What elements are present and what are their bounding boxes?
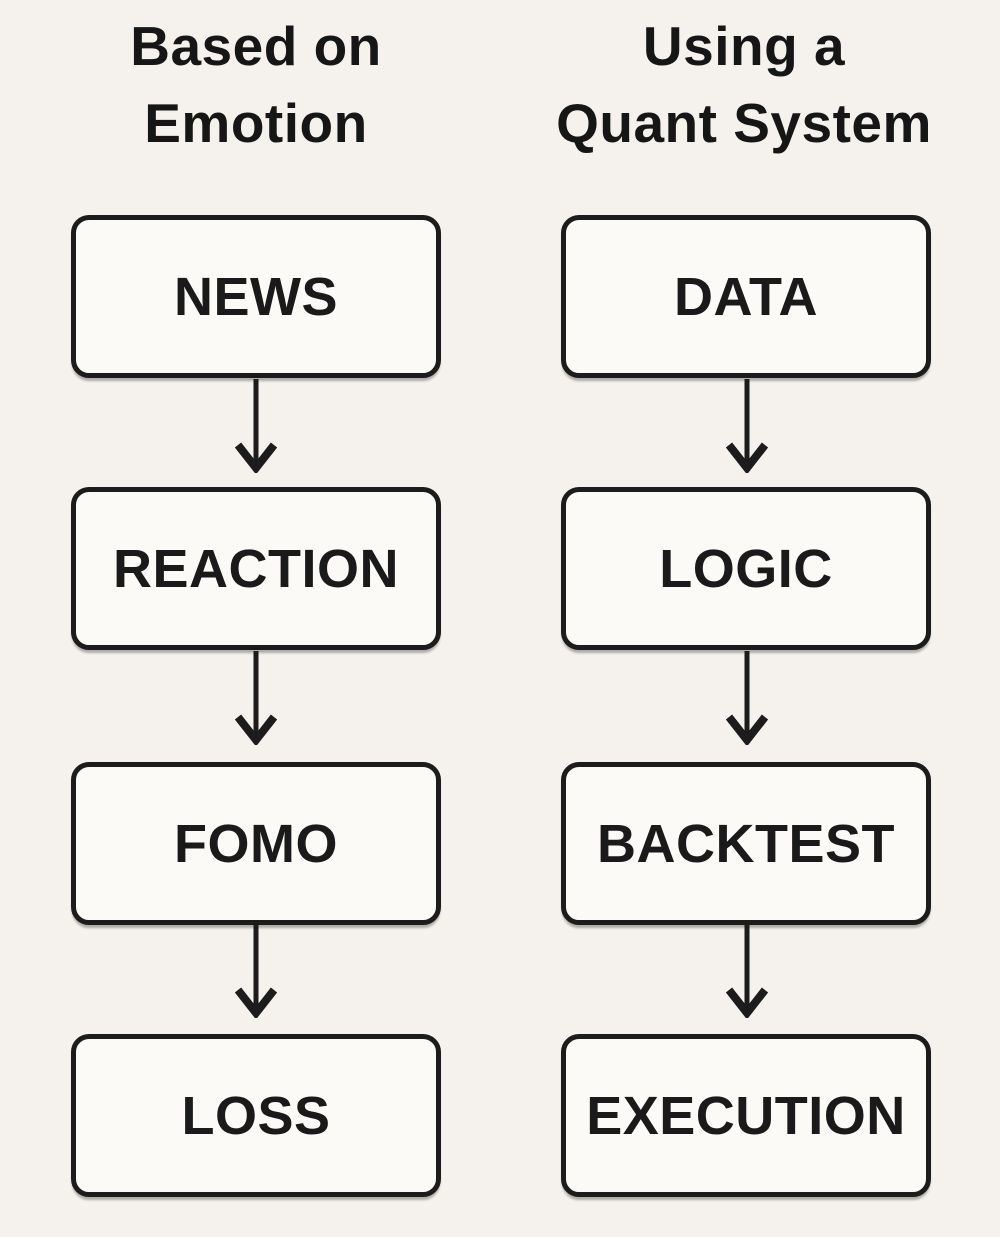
column-title-quant: Using a Quant System [494,8,994,162]
column-title-emotion-line1: Based on [130,15,382,77]
arrow-down-icon [725,379,769,473]
flow-box-loss: LOSS [71,1034,441,1197]
column-title-emotion-line2: Emotion [144,92,368,154]
flow-box-logic: LOGIC [561,487,931,650]
flow-box-news: NEWS [71,215,441,378]
column-title-quant-line1: Using a [642,15,846,77]
arrow-down-icon [725,924,769,1018]
flow-box-execution: EXECUTION [561,1034,931,1197]
arrow-down-icon [234,924,278,1018]
arrow-down-icon [725,651,769,745]
flow-box-fomo: FOMO [71,762,441,925]
arrow-down-icon [234,379,278,473]
flow-box-reaction: REACTION [71,487,441,650]
arrow-down-icon [234,651,278,745]
column-title-quant-line2: Quant System [556,92,932,154]
column-title-emotion: Based on Emotion [6,8,506,162]
flow-box-backtest: BACKTEST [561,762,931,925]
flow-box-data: DATA [561,215,931,378]
